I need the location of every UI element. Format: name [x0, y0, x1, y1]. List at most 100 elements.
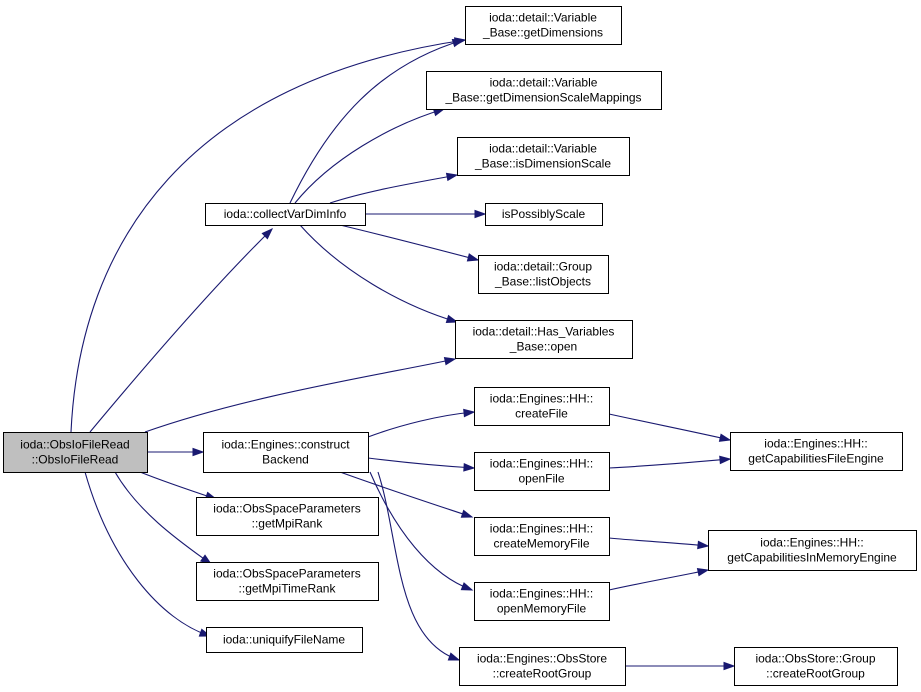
- edge-line: [294, 108, 445, 204]
- node-label-line: isPossiblyScale: [502, 207, 586, 221]
- edge-line: [339, 224, 479, 261]
- edge-line: [339, 471, 473, 518]
- node-label-line: getCapabilitiesFileEngine: [748, 452, 884, 466]
- edge-line: [608, 458, 731, 469]
- node-has-variables-open[interactable]: ioda::detail::Has_Variables_Base::open: [455, 320, 633, 359]
- node-box: [3, 432, 148, 473]
- node-label-line: ioda::ObsStore::Group: [755, 652, 875, 666]
- node-box: [474, 387, 610, 426]
- node-openmemoryfile[interactable]: ioda::Engines::HH::openMemoryFile: [474, 582, 610, 621]
- edge-openmemoryfile-to-getcapabilitiesinmemoryengine: [608, 567, 710, 591]
- edges-layer: [70, 37, 736, 671]
- node-box: [457, 137, 630, 176]
- edge-collectvardiminfo-to-getdimensions: [289, 39, 465, 204]
- edge-line: [114, 471, 212, 565]
- node-label-line: ioda::ObsIoFileRead: [20, 438, 129, 452]
- node-box: [465, 6, 622, 45]
- node-box: [196, 562, 379, 601]
- arrowhead-icon: [697, 540, 710, 550]
- edge-line: [608, 537, 709, 547]
- edge-line: [369, 471, 473, 591]
- node-label-line: openMemoryFile: [497, 602, 587, 616]
- node-getcapabilitiesinmemoryengine[interactable]: ioda::Engines::HH::getCapabilitiesInMemo…: [708, 530, 917, 571]
- node-listobjects[interactable]: ioda::detail::Group_Base::listObjects: [478, 255, 609, 294]
- node-getmpitimerank[interactable]: ioda::ObsSpaceParameters::getMpiTimeRank: [196, 562, 379, 601]
- edge-constructbackend-to-createfile: [367, 408, 476, 438]
- arrowhead-icon: [466, 253, 480, 262]
- node-label-line: ::createRootGroup: [493, 667, 592, 681]
- edge-collectvardiminfo-to-getdimensionscalemappings: [294, 107, 446, 204]
- node-label-line: ioda::Engines::HH::: [490, 522, 593, 536]
- node-box: [730, 432, 903, 471]
- node-label-line: ioda::detail::Variable: [489, 142, 597, 156]
- edge-collectvardiminfo-to-isdimensionscale: [329, 172, 459, 204]
- edge-line: [367, 457, 475, 469]
- node-label-line: ioda::collectVarDimInfo: [224, 207, 347, 221]
- node-label-line: openFile: [518, 472, 564, 486]
- edge-openfile-to-getcapabilitiesfileengine: [608, 455, 732, 469]
- arrowhead-icon: [723, 661, 736, 671]
- node-obsstore-createrootgroup[interactable]: ioda::Engines::ObsStore::createRootGroup: [459, 647, 626, 686]
- node-box: [196, 497, 379, 536]
- node-label-line: ioda::Engines::HH::: [764, 437, 867, 451]
- edge-constructbackend-to-openfile: [367, 457, 476, 472]
- arrowhead-icon: [463, 463, 476, 472]
- edge-constructbackend-to-openmemoryfile: [369, 471, 474, 591]
- edge-line: [329, 174, 458, 204]
- arrowhead-icon: [451, 39, 465, 48]
- node-label-line: Backend: [262, 453, 309, 467]
- node-label-line: _Base::getDimensionScaleMappings: [444, 91, 641, 105]
- arrowhead-icon: [719, 455, 732, 465]
- node-label-line: ioda::Engines::HH::: [490, 457, 593, 471]
- node-label-line: ioda::detail::Variable: [489, 11, 597, 25]
- node-label-line: _Base::getDimensions: [482, 26, 603, 40]
- node-box: [734, 647, 898, 686]
- edge-creatememoryfile-to-getcapabilitiesinmemoryengine: [608, 537, 710, 550]
- node-box: [474, 452, 610, 491]
- edge-constructbackend-to-creatememoryfile: [339, 471, 474, 518]
- node-label-line: ioda::Engines::ObsStore: [477, 652, 607, 666]
- node-label-line: ioda::Engines::construct: [221, 438, 350, 452]
- node-ispossiblyscale[interactable]: isPossiblyScale: [485, 203, 603, 226]
- node-label-line: getCapabilitiesInMemoryEngine: [727, 551, 897, 565]
- arrowhead-icon: [192, 447, 205, 457]
- node-box: [206, 627, 363, 653]
- node-label-line: createMemoryFile: [493, 537, 589, 551]
- arrowhead-icon: [696, 567, 710, 577]
- node-getdimensions[interactable]: ioda::detail::Variable_Base::getDimensio…: [465, 6, 622, 45]
- node-box: [205, 203, 366, 226]
- node-creatememoryfile[interactable]: ioda::Engines::HH::createMemoryFile: [474, 517, 610, 556]
- node-openfile[interactable]: ioda::Engines::HH::openFile: [474, 452, 610, 491]
- node-collectvardiminfo[interactable]: ioda::collectVarDimInfo: [205, 203, 366, 226]
- arrowhead-icon: [460, 582, 474, 591]
- node-isdimensionscale[interactable]: ioda::detail::Variable_Base::isDimension…: [457, 137, 630, 176]
- node-group-createrootgroup[interactable]: ioda::ObsStore::Group::createRootGroup: [734, 647, 898, 686]
- node-getcapabilitiesfileengine[interactable]: ioda::Engines::HH::getCapabilitiesFileEn…: [730, 432, 903, 471]
- node-label-line: _Base::listObjects: [494, 275, 591, 289]
- node-obsiofileread[interactable]: ioda::ObsIoFileRead::ObsIoFileRead: [3, 432, 148, 473]
- node-getmpirank[interactable]: ioda::ObsSpaceParameters::getMpiRank: [196, 497, 379, 536]
- node-getdimensionscalemappings[interactable]: ioda::detail::Variable_Base::getDimensio…: [426, 71, 662, 110]
- node-label-line: createFile: [515, 407, 568, 421]
- edge-obsstore-createrootgroup-to-group-createrootgroup: [625, 661, 736, 671]
- arrowhead-icon: [718, 433, 732, 442]
- edge-line: [139, 471, 217, 500]
- edge-obsiofileread-to-constructbackend: [147, 447, 205, 457]
- node-label-line: ::getMpiRank: [252, 517, 324, 531]
- edge-line: [84, 471, 211, 637]
- edge-collectvardiminfo-to-has-variables-open: [299, 224, 459, 324]
- node-label-line: ioda::Engines::HH::: [760, 536, 863, 550]
- edge-obsiofileread-to-collectvardiminfo: [89, 227, 274, 433]
- node-box: [474, 517, 610, 556]
- node-label-line: _Base::isDimensionScale: [474, 157, 611, 171]
- node-label-line: ioda::ObsSpaceParameters: [213, 502, 360, 516]
- node-box: [474, 582, 610, 621]
- node-label-line: ioda::ObsSpaceParameters: [213, 567, 360, 581]
- nodes-layer: ioda::ObsIoFileRead::ObsIoFileReadioda::…: [3, 6, 917, 686]
- edge-constructbackend-to-obsstore-createrootgroup: [377, 471, 461, 661]
- arrowhead-icon: [474, 209, 487, 219]
- node-createfile[interactable]: ioda::Engines::HH::createFile: [474, 387, 610, 426]
- node-box: [485, 203, 603, 226]
- node-uniquifyfilename[interactable]: ioda::uniquifyFileName: [206, 627, 363, 653]
